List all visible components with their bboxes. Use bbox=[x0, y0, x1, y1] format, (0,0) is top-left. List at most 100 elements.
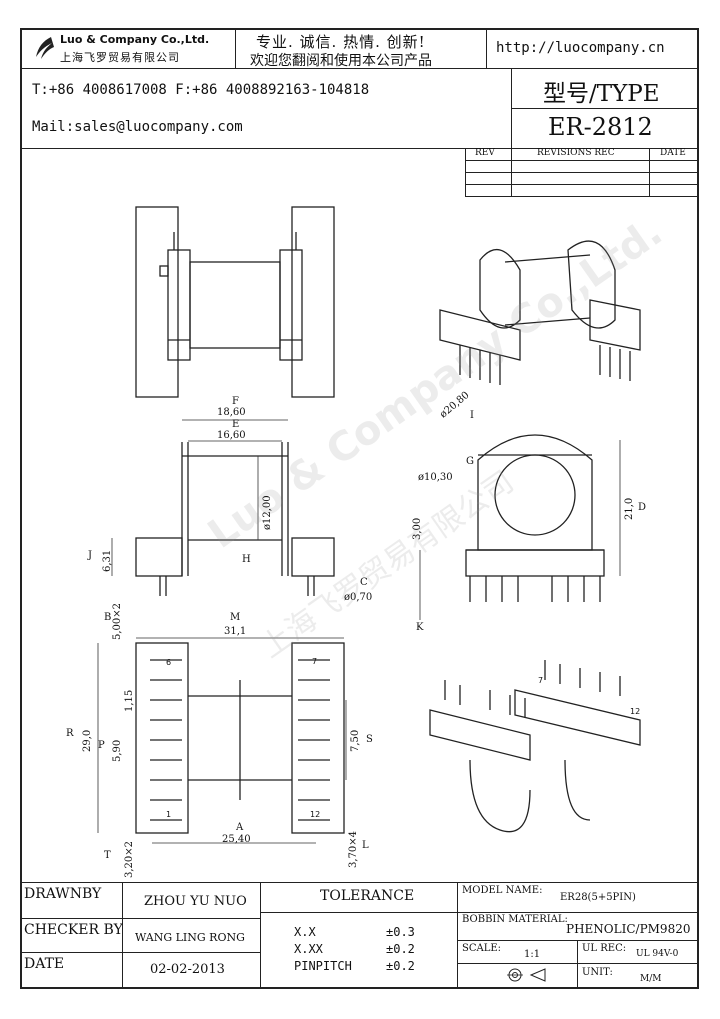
footer-row-line-1 bbox=[20, 918, 260, 919]
dim-letter-H: H bbox=[242, 554, 251, 565]
footer-top-line bbox=[20, 882, 699, 883]
drawing-sheet bbox=[20, 28, 699, 989]
pin-label-7: 7 bbox=[312, 657, 318, 666]
scale-label: SCALE: bbox=[462, 943, 502, 954]
rev-col-header: REV bbox=[475, 148, 495, 158]
iso-view-top bbox=[439, 240, 641, 385]
iso-pin-label-7: 7 bbox=[538, 676, 544, 685]
company-logo bbox=[33, 35, 55, 61]
phone-fax: T:+86 4008617008 F:+86 4008892163-104818 bbox=[32, 82, 370, 98]
header-vline-2 bbox=[486, 28, 487, 68]
bobbin-material-value: PHENOLIC/PM9820 bbox=[566, 922, 691, 936]
scale-value: 1:1 bbox=[524, 949, 541, 960]
dim-S: 7,50 bbox=[350, 729, 361, 752]
model-line bbox=[457, 912, 699, 913]
rec-col-header: REVISIONS REC bbox=[537, 148, 615, 158]
tolerance-header-line bbox=[260, 912, 457, 913]
footer-vline-3 bbox=[457, 882, 458, 989]
company-name: Luo & Company Co.,Ltd. bbox=[60, 33, 210, 46]
dim-H: ø12,00 bbox=[262, 495, 273, 530]
slogan: 专业. 诚信. 热情. 创新! bbox=[256, 33, 426, 51]
dim-K: 3,00 bbox=[412, 517, 423, 540]
iso-view-bottom bbox=[429, 660, 641, 833]
pin-label-12: 12 bbox=[310, 810, 321, 819]
website-link[interactable]: http://luocompany.cn bbox=[496, 40, 665, 56]
dim-T: 3,20×2 bbox=[124, 840, 135, 878]
pin-label-6: 6 bbox=[166, 658, 172, 667]
dim-M: 31,1 bbox=[224, 626, 247, 637]
dim-D: 21,0 bbox=[624, 497, 635, 520]
type-divider bbox=[511, 108, 699, 109]
dim-letter-P: P bbox=[98, 740, 105, 751]
revisions-table: REV REVISIONS REC DATE bbox=[465, 148, 699, 197]
pin-label-1: 1 bbox=[166, 810, 172, 819]
dim-F: 18,60 bbox=[217, 407, 246, 418]
tolerance-label: TOLERANCE bbox=[320, 888, 415, 904]
dim-J: 6,31 bbox=[102, 549, 113, 572]
header-divider bbox=[20, 68, 699, 69]
header-vline-3 bbox=[511, 68, 512, 148]
dim-letter-R: R bbox=[66, 728, 74, 739]
tol-xx-value: ±0.3 bbox=[386, 925, 415, 939]
dim-G: ø10,30 bbox=[418, 472, 453, 483]
dim-letter-M: M bbox=[230, 612, 241, 623]
date-col-header: DATE bbox=[660, 148, 686, 158]
dim-letter-C: C bbox=[360, 577, 368, 588]
iso-pin-label-12: 12 bbox=[630, 707, 641, 716]
unit-label: UNIT: bbox=[582, 967, 613, 978]
dim-letter-G: G bbox=[466, 456, 474, 467]
scale-line bbox=[457, 963, 699, 964]
tol-pinpitch-value: ±0.2 bbox=[386, 959, 415, 973]
dim-letter-J: J bbox=[88, 550, 93, 561]
type-label: 型号/TYPE bbox=[543, 81, 660, 107]
tol-xxx-label: X.XX bbox=[294, 942, 323, 956]
dim-letter-B: B bbox=[104, 612, 112, 623]
unit-value: M/M bbox=[640, 974, 662, 984]
dim-letter-E: E bbox=[232, 419, 240, 430]
dim-E: 16,60 bbox=[217, 430, 246, 441]
footer-vline-2 bbox=[260, 882, 261, 989]
bobbin-material-label: BOBBIN MATERIAL: bbox=[462, 914, 568, 925]
header-vline-1 bbox=[235, 28, 236, 68]
dim-B: 5,00×2 bbox=[112, 602, 123, 640]
footer-vline-4 bbox=[577, 940, 578, 989]
dim-letter-K: K bbox=[416, 622, 424, 633]
model-name-value: ER28(5+5PIN) bbox=[560, 892, 636, 903]
drawnby-value: ZHOU YU NUO bbox=[144, 894, 247, 909]
tol-pinpitch-label: PINPITCH bbox=[294, 959, 352, 973]
dim-letter-L: L bbox=[362, 840, 369, 851]
ul-rec-value: UL 94V-0 bbox=[636, 949, 679, 959]
dim-N: 1,15 bbox=[124, 689, 135, 712]
top-view bbox=[135, 206, 335, 398]
bobbin-line bbox=[457, 940, 699, 941]
dim-letter-S: S bbox=[366, 734, 373, 745]
projection-symbol-icon bbox=[505, 966, 551, 984]
drawnby-label: DRAWNBY bbox=[24, 886, 102, 902]
tol-xxx-value: ±0.2 bbox=[386, 942, 415, 956]
company-name-cn: 上海飞罗贸易有限公司 bbox=[60, 51, 180, 64]
dim-letter-F: F bbox=[232, 396, 239, 407]
date-value: 02-02-2013 bbox=[150, 962, 225, 977]
ul-rec-label: UL REC: bbox=[582, 943, 627, 954]
footer-row-line-2 bbox=[20, 952, 260, 953]
checker-value: WANG LING RONG bbox=[135, 931, 245, 944]
dim-A: 25,40 bbox=[222, 834, 251, 845]
date-label: DATE bbox=[24, 956, 65, 972]
dim-R: 29,0 bbox=[82, 729, 93, 752]
slogan-sub: 欢迎您翻阅和使用本公司产品 bbox=[250, 53, 432, 69]
tol-xx-label: X.X bbox=[294, 925, 316, 939]
dimension-lines bbox=[97, 419, 621, 844]
dim-L: 3,70×4 bbox=[348, 830, 359, 868]
bottom-view bbox=[135, 642, 345, 834]
dim-C: ø0,70 bbox=[344, 592, 373, 603]
dim-letter-I: I bbox=[470, 410, 474, 421]
dim-letter-D: D bbox=[638, 502, 647, 513]
header-bottom-line bbox=[20, 148, 699, 149]
side-view bbox=[465, 434, 605, 602]
checker-label: CHECKER BY bbox=[24, 922, 123, 938]
footer-vline-1 bbox=[122, 882, 123, 989]
model-number: ER-2812 bbox=[548, 113, 653, 141]
front-view bbox=[135, 442, 335, 596]
email[interactable]: Mail:sales@luocompany.com bbox=[32, 119, 243, 135]
